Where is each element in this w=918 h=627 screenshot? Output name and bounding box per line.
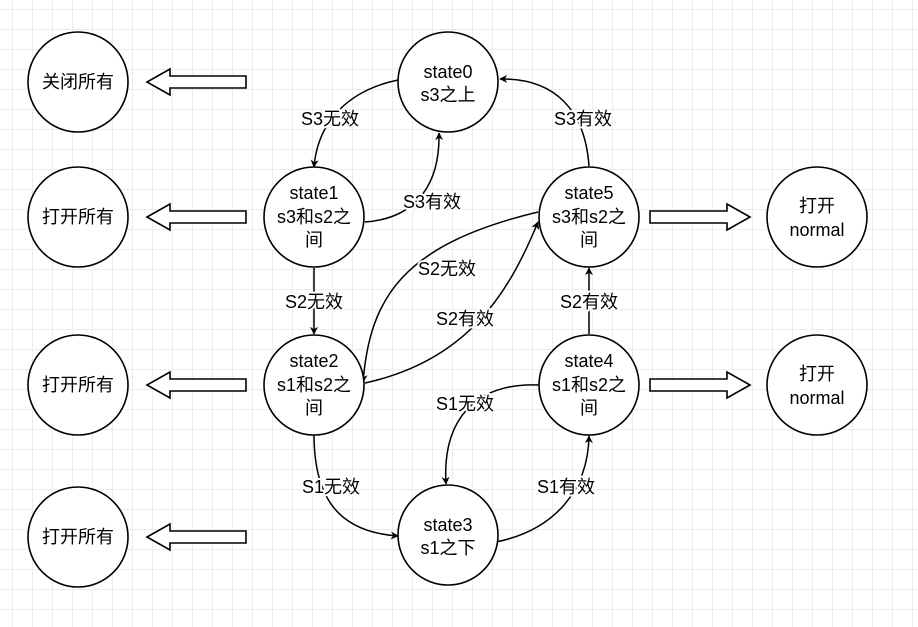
state4-name: state4 <box>564 351 613 371</box>
edge-state5-to-state0 <box>499 74 590 167</box>
edge-state2-to-state5 <box>364 221 539 384</box>
state1-desc-line1: s3和s2之 <box>277 207 351 227</box>
action-close-all-label: 关闭所有 <box>42 72 114 92</box>
label-state2-to-state5: S2有效 <box>436 309 494 329</box>
transition-labels: S3无效 S3有效 S3有效 S2无效 S2无效 S2有效 S2有效 S1无效 … <box>283 107 620 499</box>
label-state2-to-state3: S1无效 <box>302 477 360 497</box>
action-open-normal-line2-row2: normal <box>789 220 844 240</box>
block-arrow-left-row2 <box>145 202 247 232</box>
state2-node: state2 s1和s2之 间 <box>263 334 365 436</box>
state4-desc-line2: 间 <box>580 398 598 418</box>
state5-name: state5 <box>564 183 613 203</box>
block-arrow-right-row3 <box>649 370 752 400</box>
action-open-all-node-row4: 打开所有 <box>27 486 129 588</box>
state0-name: state0 <box>423 62 472 82</box>
action-open-normal-node-row2: 打开 normal <box>766 166 868 268</box>
edge-state4-to-state3 <box>441 384 541 485</box>
label-state3-to-state4: S1有效 <box>537 477 595 497</box>
state2-desc-line2: 间 <box>305 398 323 418</box>
state4-desc-line1: s1和s2之 <box>552 375 626 395</box>
state1-node: state1 s3和s2之 间 <box>263 166 365 268</box>
action-open-all-label-row2: 打开所有 <box>42 207 114 227</box>
action-close-all-node: 关闭所有 <box>27 31 129 133</box>
action-open-all-label-row3: 打开所有 <box>42 375 114 395</box>
block-arrow-left-row1 <box>145 67 247 97</box>
action-open-normal-node-row3: 打开 normal <box>766 334 868 436</box>
state2-desc-line1: s1和s2之 <box>277 375 351 395</box>
state0-desc: s3之上 <box>420 85 475 105</box>
state1-desc-line2: 间 <box>305 230 323 250</box>
label-state1-to-state2: S2无效 <box>285 292 343 312</box>
state5-node: state5 s3和s2之 间 <box>538 166 640 268</box>
action-open-normal-line1-row2: 打开 <box>799 196 835 216</box>
edge-state1-to-state0 <box>364 132 444 223</box>
label-state4-to-state3: S1无效 <box>436 394 494 414</box>
action-open-normal-line1-row3: 打开 <box>799 364 835 384</box>
edge-state5-to-state2 <box>359 211 539 383</box>
label-state0-to-state1: S3无效 <box>301 109 359 129</box>
state3-node: state3 s1之下 <box>397 484 499 586</box>
edge-state0-to-state1 <box>310 79 399 168</box>
label-state4-to-state5: S2有效 <box>560 292 618 312</box>
block-arrow-left-row4 <box>145 522 247 552</box>
action-open-all-label-row4: 打开所有 <box>42 527 114 547</box>
action-open-all-node-row2: 打开所有 <box>27 166 129 268</box>
edge-state2-to-state3 <box>313 433 399 540</box>
edge-state3-to-state4 <box>495 435 593 543</box>
label-state1-to-state0: S3有效 <box>403 192 461 212</box>
block-arrow-left-row3 <box>145 370 247 400</box>
output-arrows <box>145 67 752 552</box>
state1-name: state1 <box>289 183 338 203</box>
state0-node: state0 s3之上 <box>397 31 499 133</box>
state4-node: state4 s1和s2之 间 <box>538 334 640 436</box>
state3-desc: s1之下 <box>420 538 475 558</box>
state3-name: state3 <box>423 515 472 535</box>
state5-desc-line2: 间 <box>580 230 598 250</box>
label-state5-to-state0: S3有效 <box>554 109 612 129</box>
state2-name: state2 <box>289 351 338 371</box>
state5-desc-line1: s3和s2之 <box>552 207 626 227</box>
block-arrow-right-row2 <box>649 202 752 232</box>
label-state5-to-state2: S2无效 <box>418 259 476 279</box>
transition-edges <box>310 74 593 543</box>
action-open-normal-line2-row3: normal <box>789 388 844 408</box>
action-open-all-node-row3: 打开所有 <box>27 334 129 436</box>
